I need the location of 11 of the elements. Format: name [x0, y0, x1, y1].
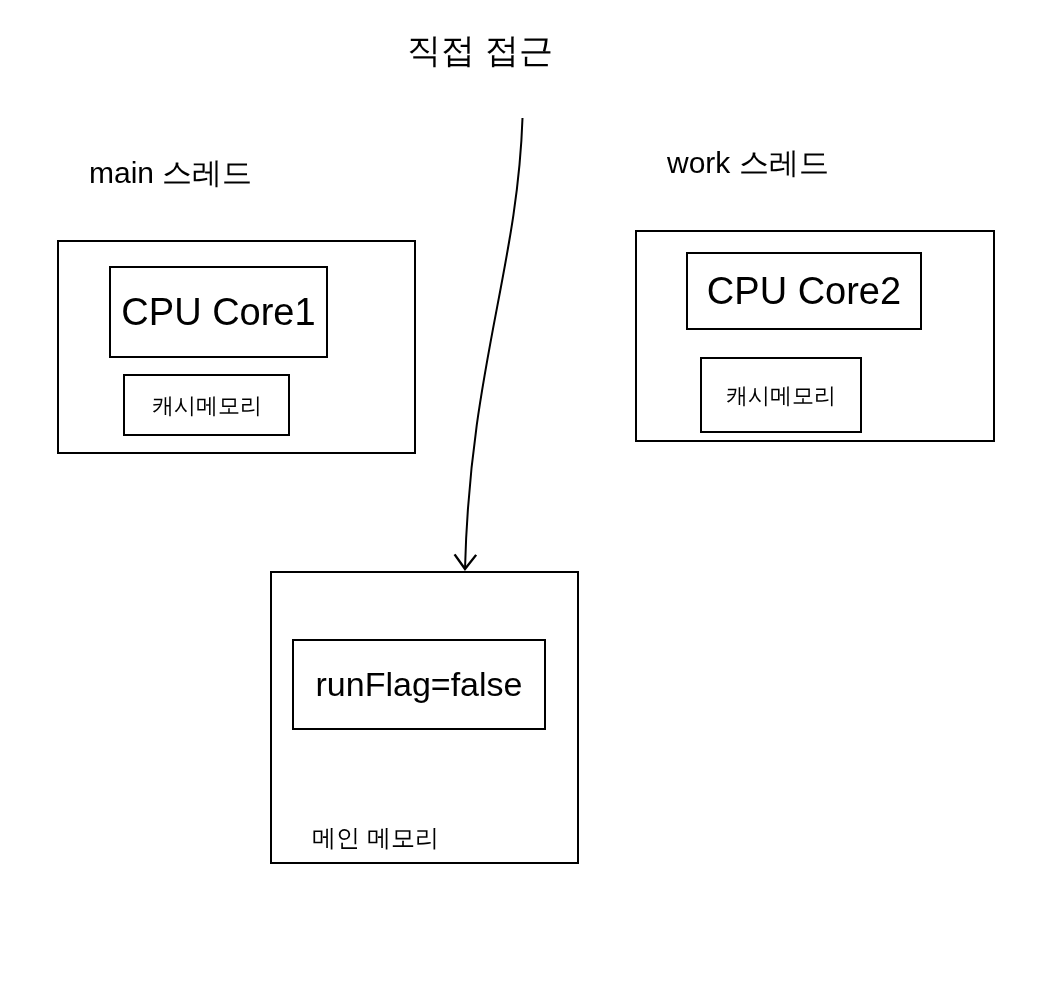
access-label: 직접 접근 — [395, 10, 565, 90]
label-box: 캐시메모리 — [123, 374, 290, 436]
thread-heading: main 스레드 — [89, 155, 253, 191]
thread-heading: work 스레드 — [667, 145, 829, 181]
label-box: 캐시메모리 — [700, 357, 862, 433]
memory-label: 메인 메모리 — [312, 823, 439, 853]
label-box: CPU Core2 — [686, 252, 922, 330]
memory-box — [270, 571, 579, 864]
arrow — [453, 117, 524, 571]
variable-box: runFlag=false — [292, 639, 546, 730]
label-box: CPU Core1 — [109, 266, 328, 358]
